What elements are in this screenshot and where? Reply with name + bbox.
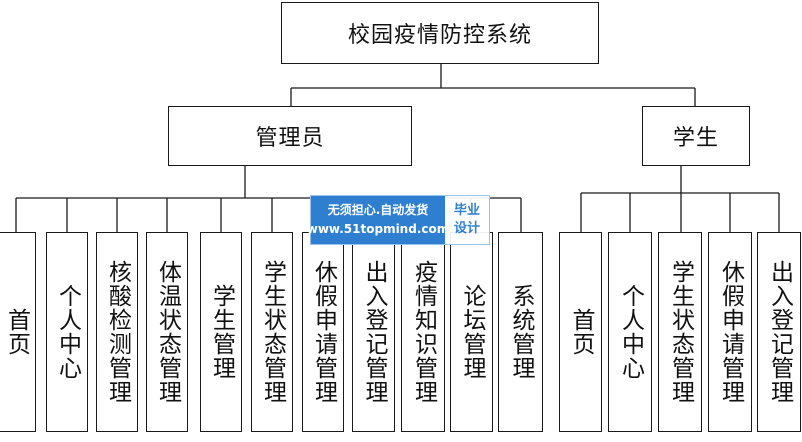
leaf-label: 学生状态管理: [259, 260, 286, 404]
leaf-label: 首页: [3, 308, 30, 356]
admin-leaf-node: 核酸检测管理: [96, 232, 138, 432]
admin-leaf-node: 出入登记管理: [352, 232, 395, 432]
leaf-label: 个人中心: [617, 284, 644, 380]
leaf-label: 核酸检测管理: [104, 260, 131, 404]
admin-leaf-node: 个人中心: [46, 232, 88, 432]
leaf-label: 学生状态管理: [667, 260, 694, 404]
leaf-label: 出入登记管理: [361, 260, 387, 404]
leaf-label: 体温状态管理: [154, 260, 181, 404]
student-leaf-node: 出入登记管理: [757, 232, 801, 432]
watermark-line1: 无须担心.自动发货: [327, 203, 429, 217]
admin-leaf-node: 疫情知识管理: [401, 232, 445, 432]
leaf-label: 个人中心: [54, 284, 81, 380]
root-label: 校园疫情防控系统: [347, 23, 532, 48]
admin-leaf-node: 体温状态管理: [146, 232, 188, 432]
leaf-label: 出入登记管理: [766, 260, 793, 404]
admin-leaf-node: 论坛管理: [450, 232, 493, 432]
root-node: 校园疫情防控系统: [281, 2, 599, 64]
watermark-text-block: 无须担心.自动发货 www.51topmind.com: [307, 196, 449, 244]
admin-leaf-node: 首页: [0, 232, 36, 432]
student-leaf-node: 个人中心: [608, 232, 652, 432]
category-admin-label: 管理员: [255, 126, 325, 151]
student-leaf-node: 学生状态管理: [658, 232, 702, 432]
category-student: 学生: [642, 106, 750, 166]
leaf-label: 疫情知识管理: [410, 260, 437, 404]
category-admin: 管理员: [168, 106, 412, 166]
student-leaf-node: 首页: [559, 232, 602, 432]
leaf-label: 学生管理: [208, 284, 235, 380]
watermark-badge-line2: 设计: [453, 221, 480, 236]
student-leaf-node: 休假申请管理: [708, 232, 752, 432]
leaf-label: 休假申请管理: [717, 260, 744, 404]
watermark-badge-line1: 毕业: [453, 203, 480, 218]
leaf-label: 首页: [568, 308, 594, 356]
admin-leaf-node: 学生管理: [200, 232, 242, 432]
admin-leaf-node: 学生状态管理: [251, 232, 293, 432]
category-student-label: 学生: [672, 126, 719, 151]
admin-leaf-node: 系统管理: [498, 232, 543, 432]
admin-leaf-node: 休假申请管理: [302, 232, 344, 432]
leaf-label: 论坛管理: [459, 284, 485, 380]
watermark-line2: www.51topmind.com: [306, 222, 450, 236]
leaf-label: 休假申请管理: [310, 260, 337, 404]
watermark-badge: 毕业 设计: [445, 196, 489, 244]
leaf-label: 系统管理: [508, 284, 534, 380]
watermark: 无须担心.自动发货 www.51topmind.com 毕业 设计: [307, 195, 490, 245]
